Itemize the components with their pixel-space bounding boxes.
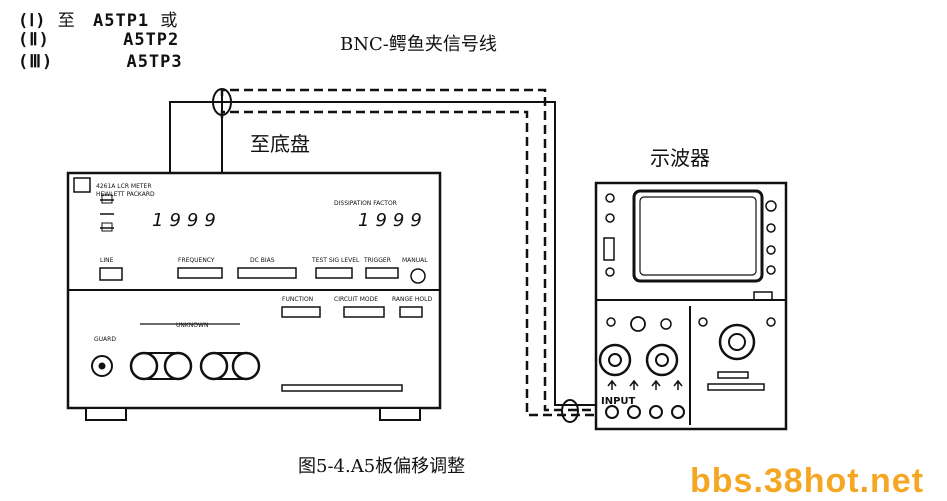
solid-cable — [169, 101, 600, 406]
legend-mark: (Ⅲ) — [18, 52, 54, 72]
input-cable-loop — [561, 399, 579, 423]
legend-row-3: (Ⅲ) A5TP3 — [18, 52, 183, 72]
frequency-label: FREQUENCY — [178, 257, 215, 264]
timebase-knob — [718, 323, 756, 361]
legend-row-1: (Ⅰ) 至 A5TP1 或 — [18, 6, 178, 31]
input-jack — [605, 405, 619, 419]
clip-lead — [212, 88, 579, 423]
legend-prefix: 至 — [57, 11, 76, 31]
display-right-label: DISSIPATION FACTOR — [334, 200, 397, 207]
legend-code: A5TP3 — [126, 52, 183, 72]
meter-maker: HEWLETT PACKARD — [96, 191, 155, 198]
function-label: FUNCTION — [282, 296, 313, 303]
cable-loop — [212, 88, 232, 116]
line-label: LINE — [100, 257, 114, 264]
legend-suffix: 或 — [160, 11, 179, 31]
scope-screen — [632, 189, 764, 283]
guard-label: GUARD — [94, 336, 116, 343]
guard-terminal — [91, 355, 113, 377]
watermark: bbs.38hot.net — [690, 462, 925, 500]
chassis-label: 至底盘 — [250, 132, 310, 156]
ch2-knob — [645, 343, 679, 377]
unknown-label: UNKNOWN — [176, 322, 208, 329]
dc-bias-label: DC BIAS — [250, 257, 275, 264]
legend-mark: (Ⅰ) — [18, 11, 47, 31]
range-hold-label: RANGE HOLD — [392, 296, 432, 303]
meter-text: 4261A LCR METER HEWLETT PACKARD 1999 199… — [94, 183, 432, 343]
ch1-knob — [598, 343, 632, 377]
figure-caption: 图5-4.A5板偏移调整 — [298, 456, 466, 477]
cable-label: BNC-鳄鱼夹信号线 — [340, 34, 497, 55]
oscilloscope-label: 示波器 — [650, 146, 710, 170]
legend-code: A5TP1 — [92, 11, 150, 31]
trigger-label: TRIGGER — [363, 257, 391, 264]
legend-mark: (Ⅱ) — [18, 30, 50, 50]
legend-code: A5TP2 — [123, 30, 180, 50]
manual-label: MANUAL — [402, 257, 428, 264]
input-label: INPUT — [601, 396, 636, 407]
circuit-mode-label: CIRCUIT MODE — [334, 296, 378, 303]
display-left: 1999 — [152, 210, 222, 231]
legend-row-2: (Ⅱ) A5TP2 — [18, 30, 179, 50]
meter-model: 4261A LCR METER — [96, 183, 151, 190]
oscilloscope — [594, 181, 788, 431]
display-right: 1999 — [358, 210, 428, 231]
lcr-meter — [66, 171, 442, 421]
test-level-label: TEST SIG LEVEL — [311, 257, 360, 264]
